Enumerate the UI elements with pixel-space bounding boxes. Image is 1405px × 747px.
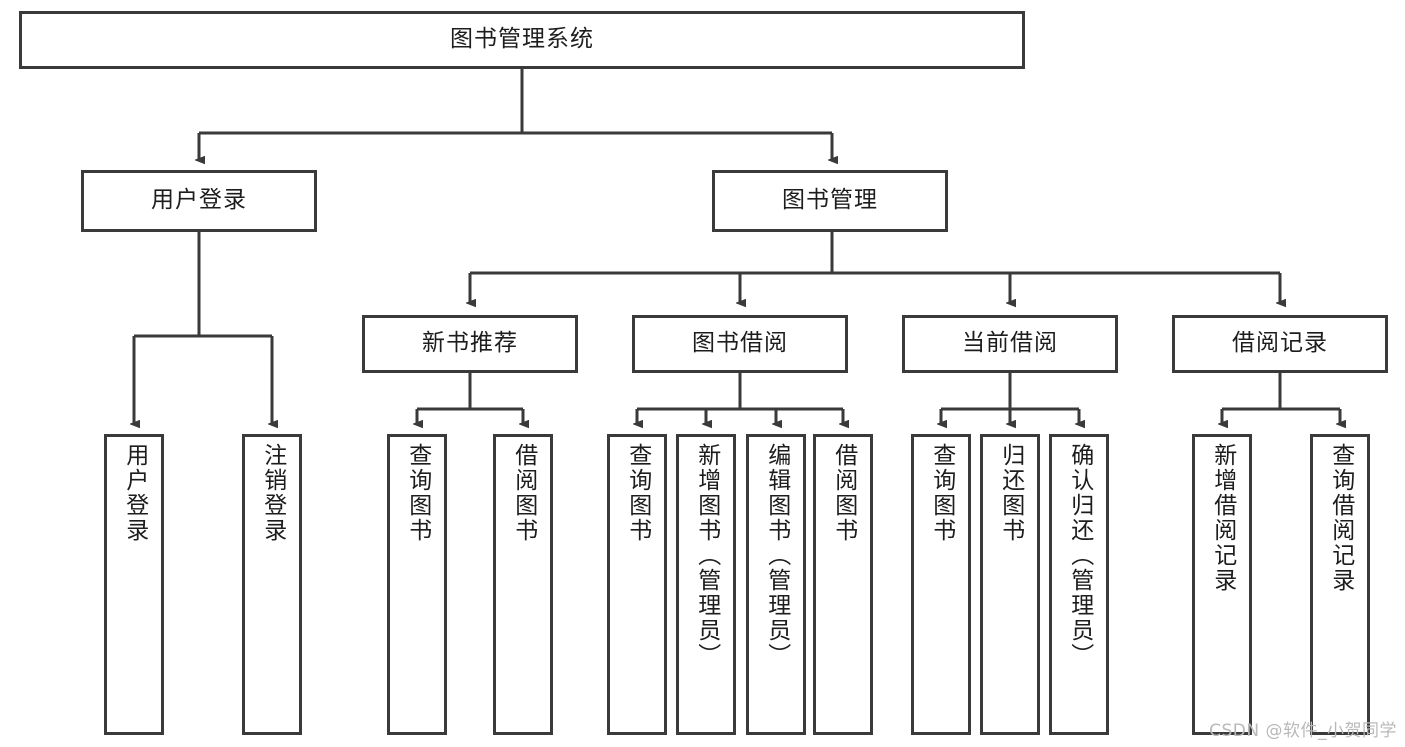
- node-label: 借阅记录: [1232, 330, 1328, 357]
- node-label: 查询借阅记录: [1327, 443, 1354, 593]
- leaf-borrow-add-book-admin[interactable]: 新增图书（管理员）: [676, 434, 736, 735]
- node-new-book-recommend[interactable]: 新书推荐: [362, 315, 578, 373]
- node-label: 借阅图书: [830, 443, 857, 543]
- node-label: 归还图书: [997, 443, 1024, 543]
- leaf-record-query-record[interactable]: 查询借阅记录: [1310, 434, 1370, 735]
- leaf-user-login[interactable]: 用户登录: [104, 434, 164, 735]
- node-label: 编辑图书（管理员）: [763, 443, 790, 668]
- leaf-current-query-book[interactable]: 查询图书: [911, 434, 971, 735]
- node-label: 新书推荐: [422, 330, 518, 357]
- node-root-system[interactable]: 图书管理系统: [19, 11, 1025, 69]
- node-label: 新增图书（管理员）: [693, 443, 720, 668]
- node-label: 用户登录: [151, 187, 247, 214]
- node-user-login[interactable]: 用户登录: [81, 170, 317, 232]
- leaf-record-add-record[interactable]: 新增借阅记录: [1192, 434, 1252, 735]
- node-book-borrow[interactable]: 图书借阅: [632, 315, 848, 373]
- leaf-user-logout[interactable]: 注销登录: [242, 434, 302, 735]
- leaf-current-confirm-return-admin[interactable]: 确认归还（管理员）: [1049, 434, 1109, 735]
- leaf-borrow-borrow-book[interactable]: 借阅图书: [813, 434, 873, 735]
- node-label: 图书管理: [782, 187, 878, 214]
- leaf-borrow-query-book[interactable]: 查询图书: [607, 434, 667, 735]
- node-label: 当前借阅: [962, 330, 1058, 357]
- leaf-newbook-borrow-book[interactable]: 借阅图书: [493, 434, 553, 735]
- node-label: 查询图书: [404, 443, 431, 543]
- leaf-newbook-query-book[interactable]: 查询图书: [387, 434, 447, 735]
- node-label: 图书管理系统: [450, 26, 594, 53]
- node-borrow-record[interactable]: 借阅记录: [1172, 315, 1388, 373]
- node-label: 查询图书: [928, 443, 955, 543]
- node-label: 用户登录: [121, 443, 148, 543]
- csdn-watermark: CSDN @软件_小贺同学: [1209, 721, 1397, 741]
- node-label: 确认归还（管理员）: [1066, 443, 1093, 668]
- node-current-borrow[interactable]: 当前借阅: [902, 315, 1118, 373]
- node-book-manage[interactable]: 图书管理: [712, 170, 948, 232]
- leaf-borrow-edit-book-admin[interactable]: 编辑图书（管理员）: [746, 434, 806, 735]
- leaf-current-return-book[interactable]: 归还图书: [980, 434, 1040, 735]
- node-label: 新增借阅记录: [1209, 443, 1236, 593]
- node-label: 查询图书: [624, 443, 651, 543]
- node-label: 借阅图书: [510, 443, 537, 543]
- node-label: 图书借阅: [692, 330, 788, 357]
- node-label: 注销登录: [259, 443, 286, 543]
